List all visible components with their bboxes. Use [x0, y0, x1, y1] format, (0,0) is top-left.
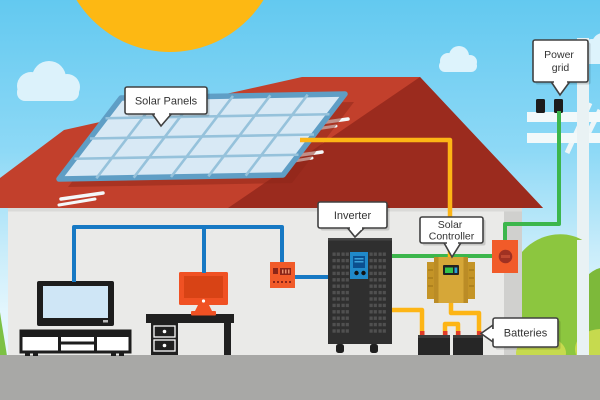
power-pole-base	[577, 240, 589, 356]
callout-solar-controller: Solar Controller	[419, 216, 486, 259]
solar-charge-controller	[427, 257, 475, 303]
desk	[146, 314, 234, 355]
callout-batteries: Batteries	[479, 317, 561, 350]
utility-meter	[492, 240, 518, 273]
blue-house-wiring	[72, 225, 330, 282]
callout-power-grid: Power grid	[532, 39, 591, 97]
label-solar-panels: Solar Panels	[135, 96, 198, 108]
tv-stand	[19, 329, 132, 356]
tv	[37, 281, 114, 326]
label-power-grid: Power grid	[544, 49, 577, 74]
label-batteries: Batteries	[504, 328, 548, 340]
solar-panel-array	[56, 91, 348, 182]
breaker-box	[270, 262, 295, 288]
cloud-icon	[17, 61, 80, 101]
insulator-icon	[536, 99, 545, 113]
floor	[0, 355, 600, 400]
cloud-icon	[439, 46, 477, 72]
green-grid-wire	[392, 111, 561, 258]
battery	[453, 331, 483, 355]
callout-inverter: Inverter	[317, 201, 390, 239]
sun-icon	[76, 0, 264, 52]
label-solar-controller: Solar Controller	[429, 219, 475, 243]
label-inverter: Inverter	[334, 210, 372, 222]
insulator-icon	[554, 99, 563, 113]
callout-solar-panels: Solar Panels	[124, 86, 210, 128]
battery	[418, 331, 450, 355]
computer-monitor	[179, 272, 228, 316]
inverter-vents	[332, 252, 386, 333]
inverter	[328, 238, 392, 353]
